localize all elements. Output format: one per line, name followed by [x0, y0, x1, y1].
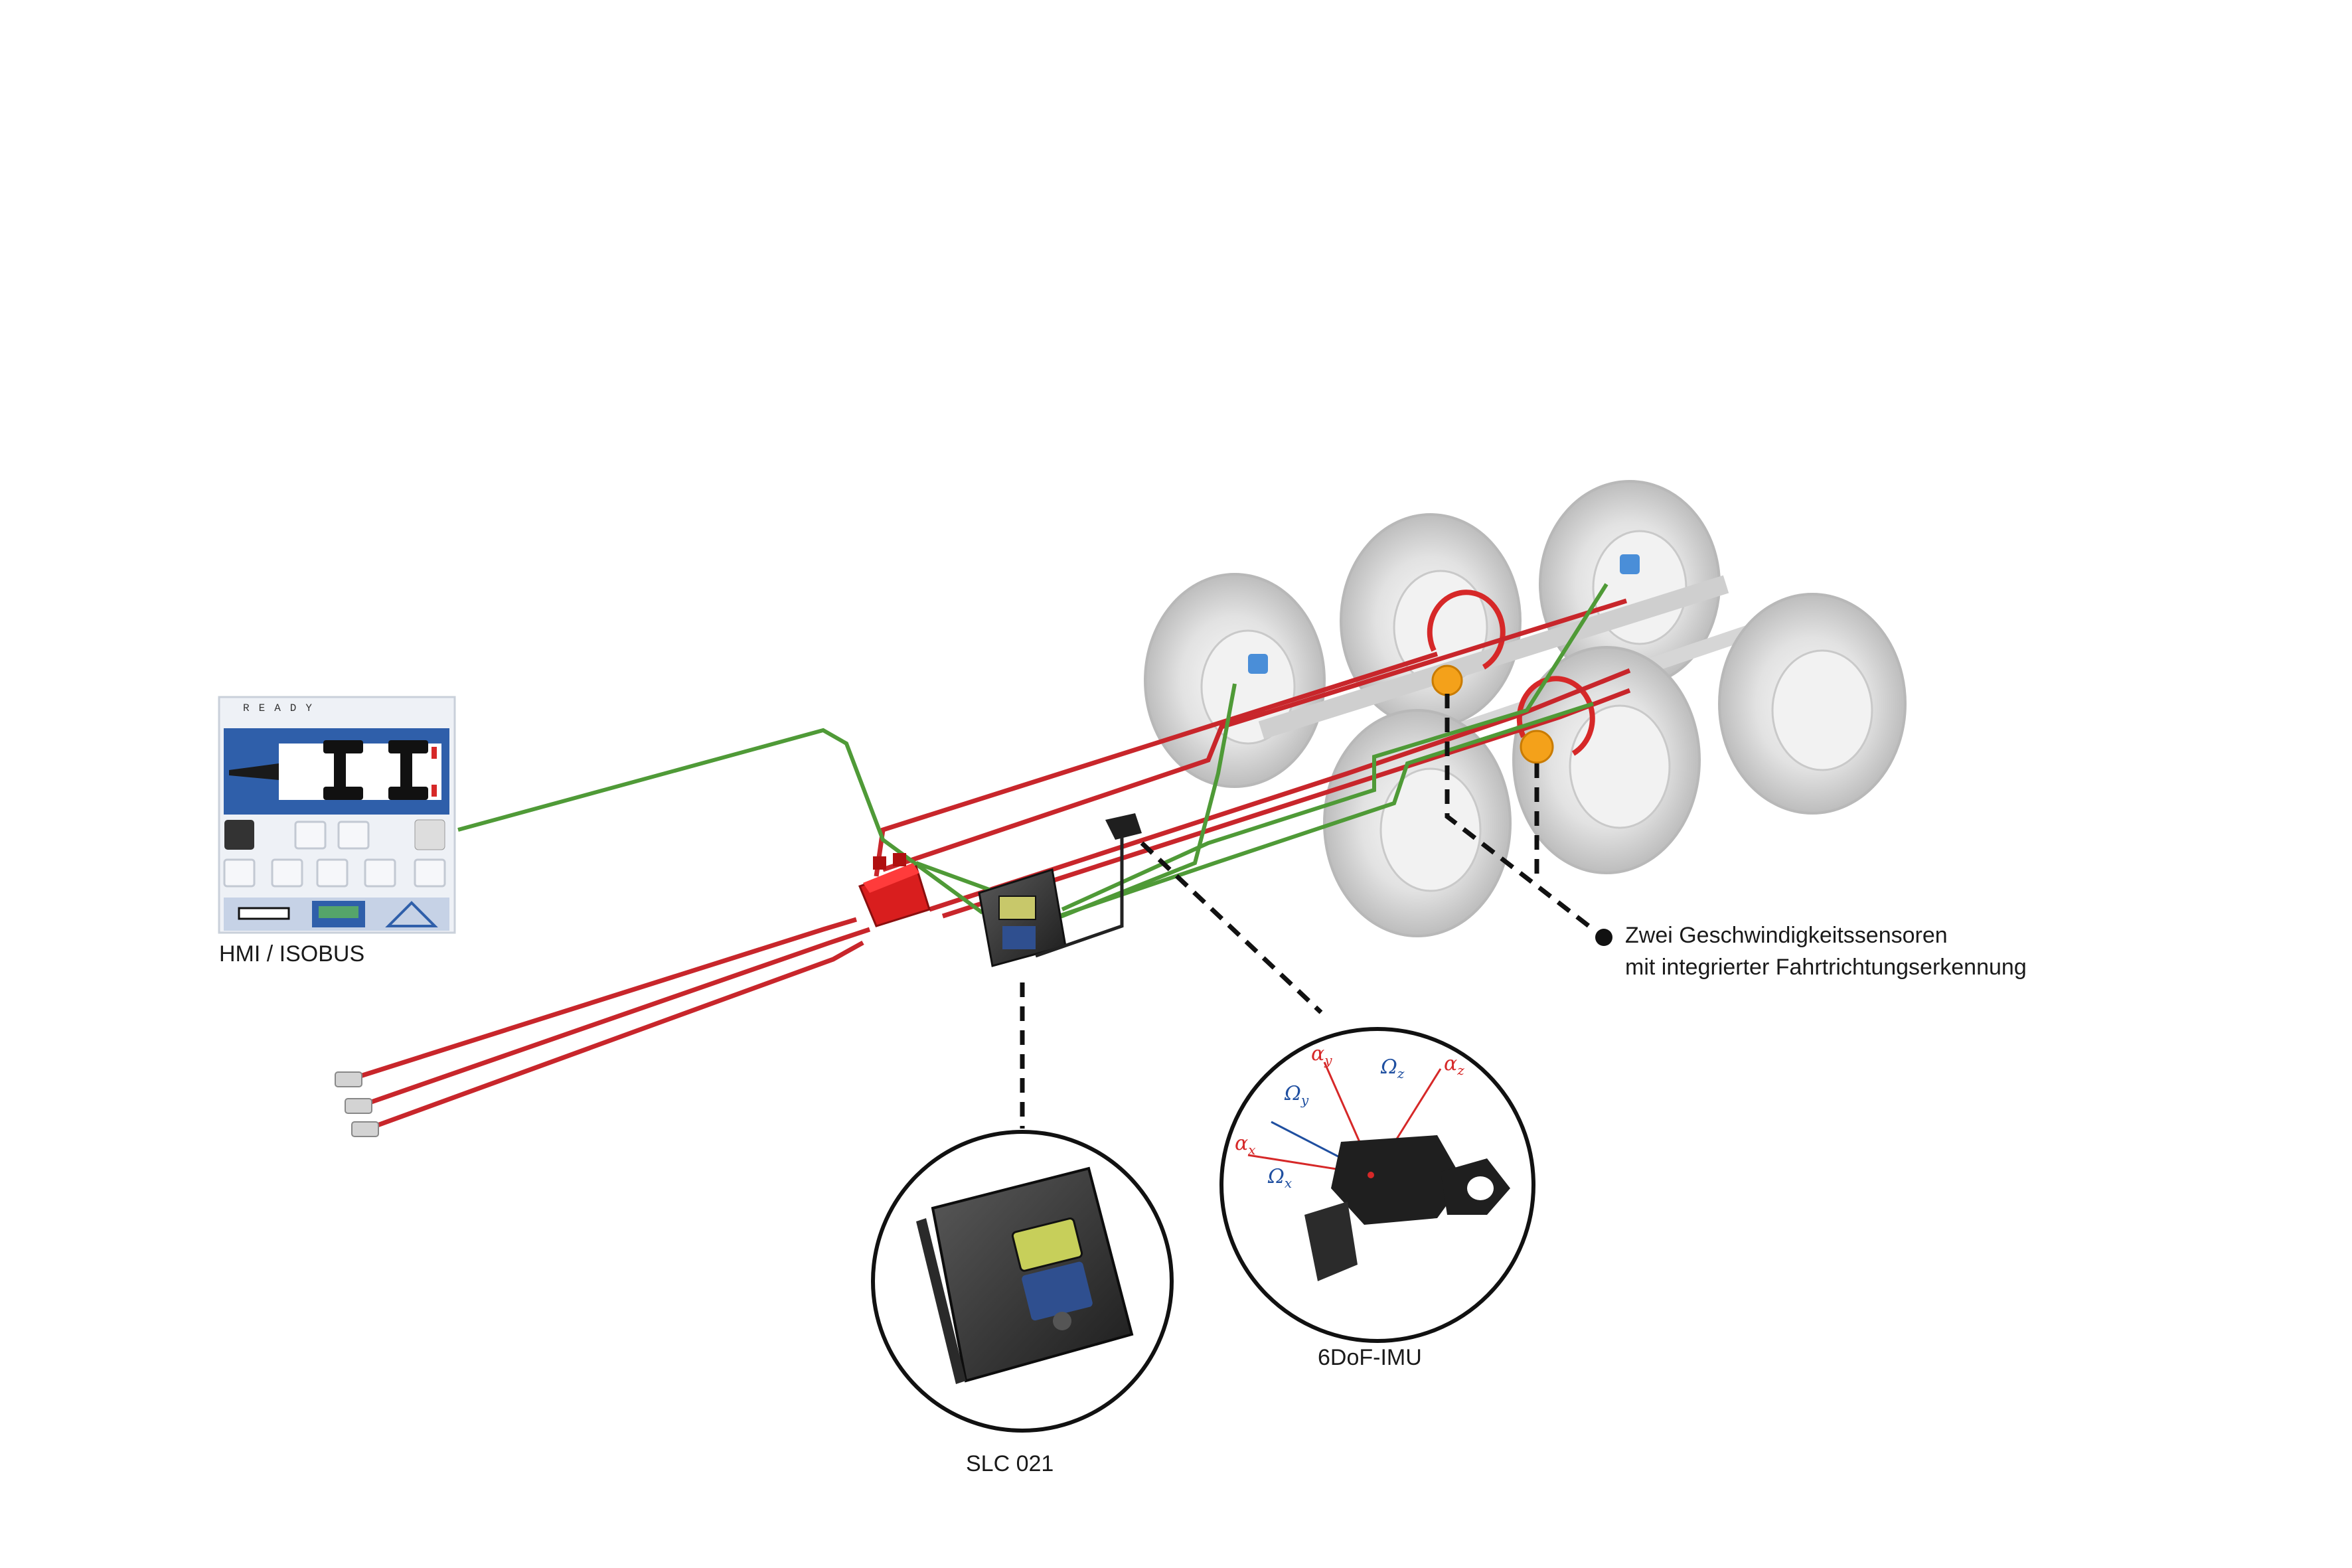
speed-sensor-icon: [1520, 730, 1554, 764]
imu-sensor-icon: [1304, 1135, 1510, 1281]
imu-detail-circle: [1219, 1027, 1535, 1343]
imu-label: 6DoF-IMU: [1318, 1345, 1422, 1370]
wheel-icon: [1718, 593, 1907, 815]
speed-sensor-icon: [1431, 665, 1463, 696]
rotation-arrow-icon: [1427, 589, 1595, 756]
alpha-z-label: αz: [1444, 1052, 1464, 1078]
hmi-label: HMI / ISOBUS: [219, 941, 365, 967]
omega-x-label: Ωx: [1268, 1165, 1293, 1191]
slc-label: SLC 021: [966, 1451, 1054, 1476]
imu-sensor-icon: [1035, 813, 1142, 958]
brake-cylinder-icon: [1620, 554, 1640, 574]
omega-y-label: Ωy: [1285, 1082, 1309, 1108]
trailer-axles: [1144, 480, 1907, 937]
controller-ecu-icon: [916, 1166, 1134, 1384]
coupling-icon: [335, 1071, 379, 1137]
alpha-y-label: αy: [1311, 1042, 1332, 1068]
leader-lines: [1020, 694, 1595, 1129]
hmi-terminal-icon[interactable]: [218, 696, 456, 934]
bullet-icon: [1595, 929, 1612, 946]
hydraulic-valve-icon: [858, 853, 931, 927]
hmi-status-text: READY: [243, 702, 322, 714]
can-bus-lines: [457, 583, 1608, 921]
omega-z-label: Ωz: [1381, 1056, 1405, 1081]
speed-sensor-label-line2: mit integrierter Fahrtrichtungserkennung: [1625, 955, 2027, 980]
wheel-icon: [1144, 573, 1326, 788]
speed-sensor-label: Zwei Geschwindigkeitssensoren mit integr…: [1595, 919, 2027, 983]
speed-sensor-label-line1: Zwei Geschwindigkeitssensoren: [1625, 923, 1948, 948]
brake-cylinder-icon: [1248, 654, 1268, 674]
alpha-x-label: αx: [1235, 1132, 1256, 1158]
slc-detail-circle: [871, 1130, 1174, 1433]
wheel-icon: [1512, 646, 1701, 874]
